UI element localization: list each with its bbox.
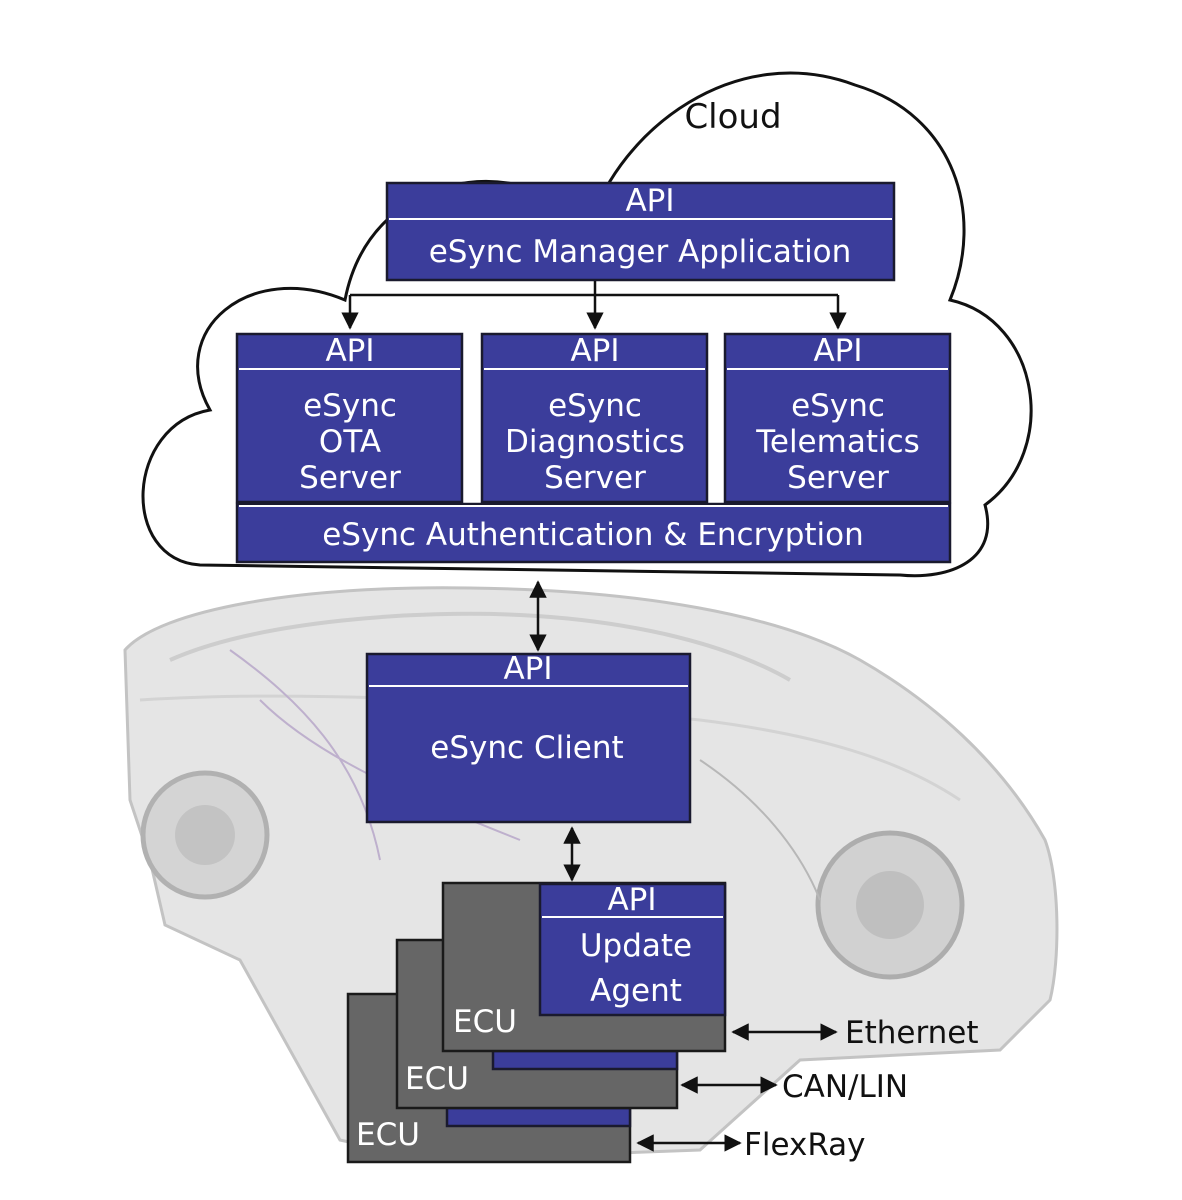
telematics-line-1: eSync bbox=[791, 388, 885, 424]
bus-flexray: FlexRay bbox=[636, 1127, 866, 1163]
ota-api-label: API bbox=[325, 333, 374, 369]
auth-bar: eSync Authentication & Encryption bbox=[235, 502, 952, 564]
diagnostics-line-3: Server bbox=[544, 460, 646, 496]
manager-box: API eSync Manager Application bbox=[385, 181, 896, 282]
telematics-line-3: Server bbox=[787, 460, 889, 496]
ecu-1-label: ECU bbox=[453, 1004, 517, 1040]
update-agent-box: API Update Agent bbox=[538, 882, 727, 1017]
manager-arrows bbox=[341, 281, 847, 330]
telematics-server-box: API eSync Telematics Server bbox=[723, 332, 952, 504]
client-box: API eSync Client bbox=[365, 651, 692, 824]
manager-title: eSync Manager Application bbox=[429, 234, 852, 270]
ota-line-3: Server bbox=[299, 460, 401, 496]
client-title: eSync Client bbox=[430, 730, 623, 766]
ethernet-label: Ethernet bbox=[845, 1015, 979, 1051]
update-agent-line-2: Agent bbox=[590, 973, 682, 1009]
update-agent-api-label: API bbox=[607, 882, 656, 918]
flexray-label: FlexRay bbox=[744, 1127, 866, 1163]
ecu-2-label: ECU bbox=[405, 1061, 469, 1097]
diagnostics-line-1: eSync bbox=[548, 388, 642, 424]
bus-ethernet: Ethernet bbox=[731, 1015, 979, 1051]
ota-server-box: API eSync OTA Server bbox=[235, 332, 464, 504]
manager-api-label: API bbox=[625, 183, 674, 219]
ota-line-1: eSync bbox=[303, 388, 397, 424]
ecu-3-label: ECU bbox=[356, 1117, 420, 1153]
bus-can-lin: CAN/LIN bbox=[680, 1069, 908, 1105]
can-lin-label: CAN/LIN bbox=[782, 1069, 908, 1105]
client-api-label: API bbox=[503, 651, 552, 687]
auth-title: eSync Authentication & Encryption bbox=[322, 517, 864, 553]
diagnostics-api-label: API bbox=[570, 333, 619, 369]
diagnostics-server-box: API eSync Diagnostics Server bbox=[480, 332, 709, 504]
diagnostics-line-2: Diagnostics bbox=[505, 424, 685, 460]
ota-line-2: OTA bbox=[319, 424, 381, 460]
telematics-line-2: Telematics bbox=[755, 424, 920, 460]
update-agent-line-1: Update bbox=[580, 928, 692, 964]
cloud-label: Cloud bbox=[684, 97, 781, 137]
telematics-api-label: API bbox=[813, 333, 862, 369]
